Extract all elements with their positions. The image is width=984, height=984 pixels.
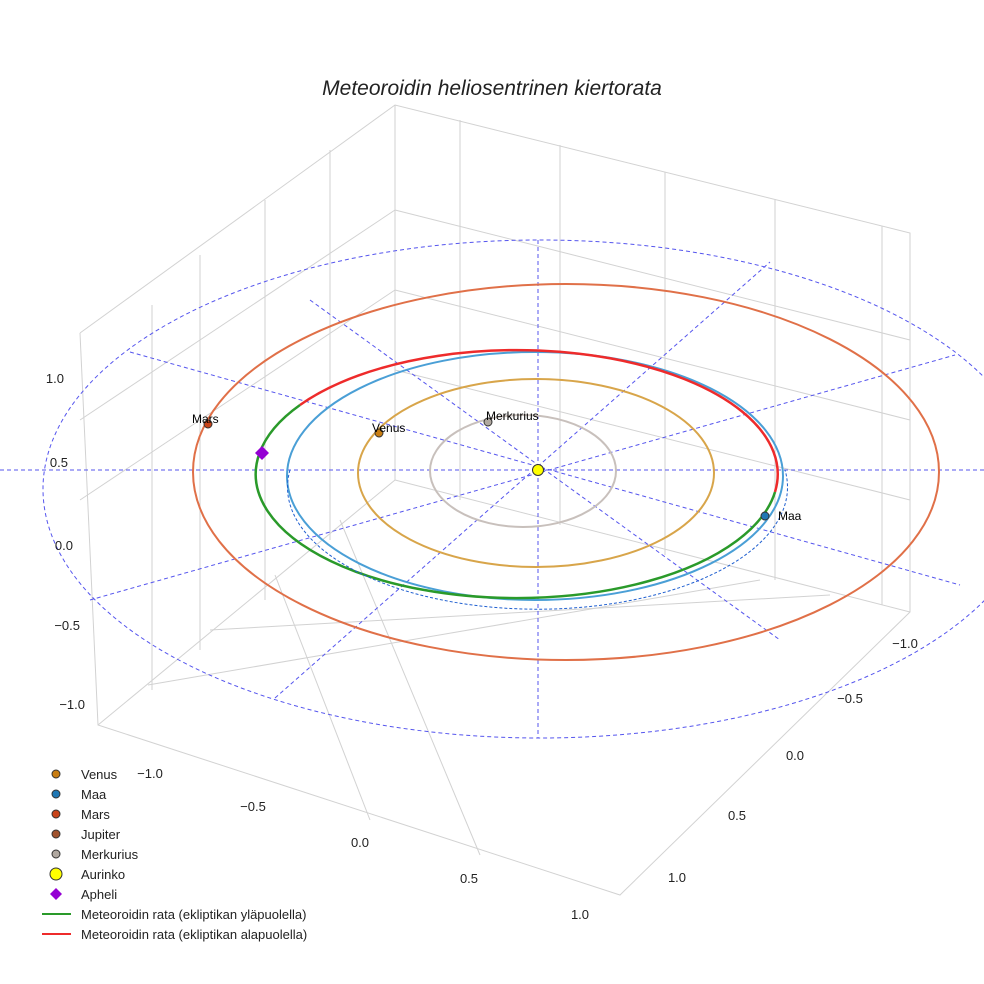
ecliptic-ray [89, 354, 956, 601]
y-tick-label: −0.5 [837, 691, 863, 706]
legend-aurinko-marker [49, 867, 63, 881]
venus-point [374, 428, 384, 438]
grid-line [79, 209, 396, 421]
ecliptic-ray [129, 351, 961, 586]
merkurius-label: Merkurius [486, 409, 539, 423]
legend-maa-marker [51, 789, 61, 799]
grid-line [394, 289, 911, 421]
z-tick-label: 0.5 [50, 455, 68, 470]
x-tick-label: −0.5 [240, 799, 266, 814]
maa-orbit-projection [287, 469, 788, 610]
grid-line [79, 289, 396, 501]
z-axis-ticks: 1.0 0.5 0.0 −0.5 −1.0 [46, 371, 85, 712]
box-outline [79, 104, 911, 896]
legend-apheli-marker [50, 888, 62, 900]
meteoroid-orbit-above [254, 403, 777, 600]
grid-line [339, 519, 481, 856]
legend-label: Venus [81, 767, 118, 782]
mars-label: Mars [192, 412, 219, 426]
maa-label: Maa [778, 509, 802, 523]
z-tick-label: −0.5 [54, 618, 80, 633]
grid-line [394, 209, 911, 341]
legend-label: Maa [81, 787, 107, 802]
ecliptic-ray [309, 299, 781, 641]
x-tick-label: 0.0 [351, 835, 369, 850]
meteoroid-orbit-below [299, 348, 779, 493]
x-tick-label: 1.0 [571, 907, 589, 922]
grid-line [147, 579, 761, 686]
legend-label: Meteoroidin rata (ekliptikan alapuolella… [81, 927, 307, 942]
z-tick-label: 1.0 [46, 371, 64, 386]
x-tick-label: 0.5 [460, 871, 478, 886]
ecliptic-circle [42, 239, 984, 739]
maa-orbit [286, 351, 784, 601]
y-tick-label: 1.0 [668, 870, 686, 885]
mars-orbit [192, 283, 940, 661]
z-tick-label: 0.0 [55, 538, 73, 553]
z-tick-label: −1.0 [59, 697, 85, 712]
legend: Venus Maa Mars Jupiter Merkurius Aurinko… [42, 767, 307, 942]
legend-label: Merkurius [81, 847, 139, 862]
legend-label: Apheli [81, 887, 117, 902]
grid-line [394, 479, 911, 613]
legend-jupiter-marker [51, 829, 61, 839]
y-tick-label: 0.5 [728, 808, 746, 823]
grid-line [97, 479, 396, 726]
legend-merkurius-marker [51, 849, 61, 859]
grid-line [394, 369, 911, 501]
y-tick-label: 0.0 [786, 748, 804, 763]
apheli-point [255, 446, 269, 460]
legend-label: Mars [81, 807, 110, 822]
x-tick-label: −1.0 [137, 766, 163, 781]
legend-label: Meteoroidin rata (ekliptikan yläpuolella… [81, 907, 306, 922]
venus-orbit [357, 378, 715, 568]
x-axis-ticks: −1.0 −0.5 0.0 0.5 1.0 [137, 766, 589, 922]
legend-venus-marker [51, 769, 61, 779]
y-tick-label: −1.0 [892, 636, 918, 651]
chart-title: Meteoroidin heliosentrinen kiertorata [322, 77, 662, 100]
venus-label: Venus [372, 421, 405, 435]
legend-label: Aurinko [81, 867, 125, 882]
aurinko-point [532, 464, 544, 476]
mars-point [203, 419, 213, 429]
grid-line [274, 574, 371, 821]
merkurius-orbit [429, 414, 617, 528]
maa-point [760, 511, 770, 521]
y-axis-ticks: −1.0 −0.5 0.0 0.5 1.0 [668, 636, 918, 885]
legend-label: Jupiter [81, 827, 121, 842]
ecliptic-ray [274, 261, 771, 699]
legend-mars-marker [51, 809, 61, 819]
grid-lines [79, 104, 911, 896]
merkurius-point [483, 417, 493, 427]
